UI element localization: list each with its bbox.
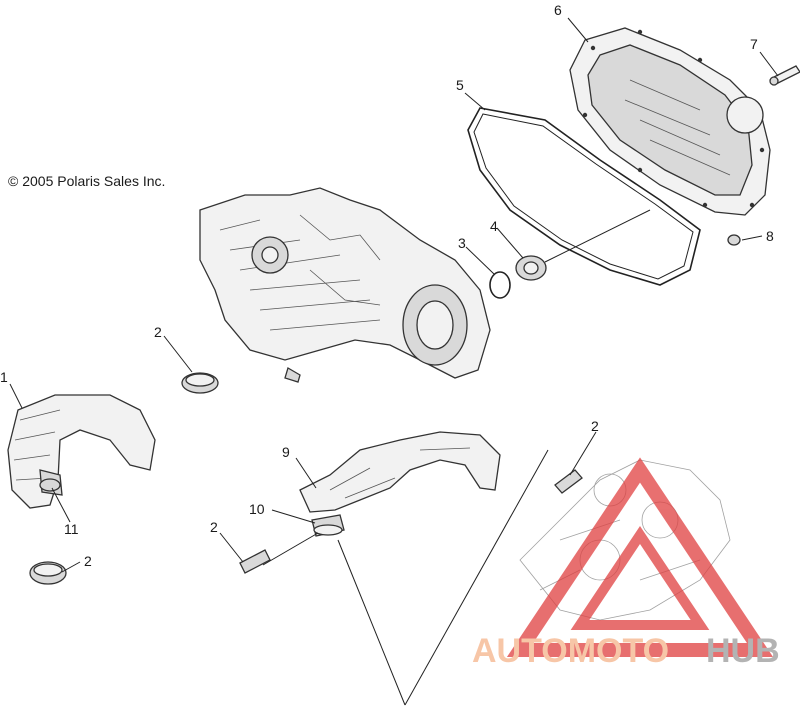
callout-7: 7 [750,36,758,52]
hose-clamp-lower-left [29,561,67,585]
callout-6: 6 [554,2,562,18]
callout-leaders [9,17,779,573]
watermark-word-hub: HUB [706,632,780,670]
copyright-text: © 2005 Polaris Sales Inc. [8,173,165,189]
hose-clamp-upper [181,372,219,394]
watermark-word-automoto: AUTOMOTO [472,632,669,670]
hose-clamp-right [554,469,583,494]
duct-clamp [39,478,61,492]
callout-2-middle: 2 [210,519,218,535]
watermark-triangle [506,457,774,657]
duct-fitting [311,514,345,537]
callout-2-engine: 2 [154,324,162,340]
shaft-seal [515,255,547,281]
callout-11: 11 [64,521,79,537]
callout-2-right: 2 [591,418,599,434]
outlet-duct-middle [299,431,501,513]
hose-clamp-middle [239,549,271,574]
callout-8: 8 [766,228,774,244]
callout-4: 4 [490,218,498,234]
callout-labels: 6 7 5 8 4 3 2 1 11 2 9 10 2 2 [0,2,774,569]
cover-fastener [727,234,741,246]
callout-3: 3 [458,235,466,251]
callout-9: 9 [282,444,290,460]
assembly-leaders [262,449,549,706]
intake-duct-left [7,394,156,509]
cover-gasket [467,107,701,286]
clutch-outer-cover [569,27,771,216]
callout-5: 5 [456,77,464,93]
cover-screw [769,65,800,86]
callout-1: 1 [0,369,8,385]
callout-10: 10 [249,501,265,517]
engine-case [199,187,491,383]
automotohub-watermark: AUTOMOTO HUB [472,457,780,670]
assembly-axis-line [544,209,651,263]
callout-2-lower-left: 2 [84,553,92,569]
retaining-ring [489,271,511,299]
